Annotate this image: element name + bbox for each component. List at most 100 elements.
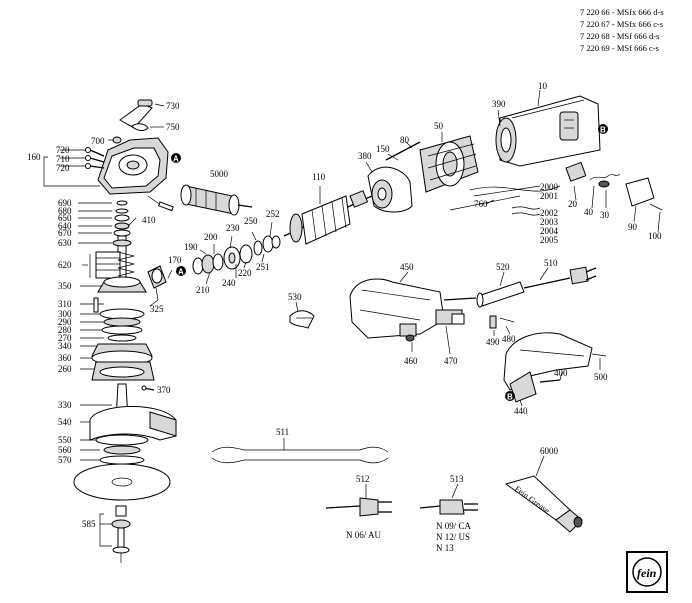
callout-325: 325 bbox=[150, 304, 164, 314]
power-plug-510 bbox=[523, 266, 597, 289]
plug-513 bbox=[419, 499, 478, 515]
flange-stack bbox=[80, 434, 149, 465]
callout-700: 700 bbox=[91, 136, 105, 146]
callout-20: 20 bbox=[568, 199, 578, 209]
callout-650: 650 bbox=[58, 213, 72, 223]
side-handle bbox=[180, 184, 253, 216]
callout-530: 530 bbox=[288, 292, 302, 302]
callout-300: 300 bbox=[58, 309, 72, 319]
brush-parts bbox=[565, 161, 663, 211]
callout-490: 490 bbox=[486, 337, 500, 347]
callout-370: 370 bbox=[157, 385, 171, 395]
callout-270: 270 bbox=[58, 333, 72, 343]
plug-variant-left: N 06/ AU bbox=[346, 530, 382, 540]
callout-720: 720 bbox=[56, 163, 70, 173]
svg-text:B: B bbox=[507, 393, 513, 402]
callout-560: 560 bbox=[58, 445, 72, 455]
lever-assembly bbox=[110, 99, 165, 144]
callout-400: 400 bbox=[554, 368, 568, 378]
callout-210: 210 bbox=[196, 285, 210, 295]
callout-760: 760 bbox=[474, 199, 488, 209]
callout-110: 110 bbox=[312, 172, 326, 182]
bevel-gear-170 bbox=[147, 265, 167, 301]
callout-460: 460 bbox=[404, 356, 418, 366]
callout-170: 170 bbox=[168, 255, 182, 265]
handle-shell-440 bbox=[503, 332, 607, 403]
callout-680: 680 bbox=[58, 206, 72, 216]
callout-160: 160 bbox=[27, 152, 41, 162]
screws-160-group bbox=[43, 147, 105, 187]
wheel-guard bbox=[80, 405, 177, 441]
callout-5000: 5000 bbox=[210, 169, 229, 179]
callout-190: 190 bbox=[184, 242, 198, 252]
callout-340: 340 bbox=[58, 341, 72, 351]
armature bbox=[283, 190, 373, 245]
callout-80: 80 bbox=[400, 135, 410, 145]
callout-630: 630 bbox=[58, 238, 72, 248]
model-line: 7 220 69 - MSf 666 c-s bbox=[580, 43, 659, 53]
gear-housing bbox=[97, 137, 174, 212]
svg-text:B: B bbox=[600, 126, 606, 135]
callout-350: 350 bbox=[58, 281, 72, 291]
callout-540: 540 bbox=[58, 417, 72, 427]
callout-6000: 6000 bbox=[540, 446, 559, 456]
callout-2000: 2000 bbox=[540, 182, 559, 192]
callout-100: 100 bbox=[648, 231, 662, 241]
callout-252: 252 bbox=[266, 209, 280, 219]
callout-2005: 2005 bbox=[540, 235, 559, 245]
callout-410: 410 bbox=[142, 215, 156, 225]
callout-440: 440 bbox=[514, 406, 528, 416]
callout-200: 200 bbox=[204, 232, 218, 242]
callout-640: 640 bbox=[58, 221, 72, 231]
callout-251: 251 bbox=[256, 262, 270, 272]
model-list: 7 220 66 - MSfx 666 d-s 7 220 67 - MSfx … bbox=[580, 7, 664, 53]
callout-30: 30 bbox=[600, 210, 610, 220]
model-line: 7 220 67 - MSfx 666 c-s bbox=[580, 19, 663, 29]
callout-480: 480 bbox=[502, 334, 516, 344]
callout-470: 470 bbox=[444, 356, 458, 366]
marker-b-housing: B bbox=[598, 124, 608, 135]
callout-670: 670 bbox=[58, 228, 72, 238]
plug-512 bbox=[325, 497, 392, 517]
callout-690: 690 bbox=[58, 198, 72, 208]
cable-sleeve-520 bbox=[443, 281, 525, 308]
leader-lines bbox=[108, 89, 661, 499]
grinding-disc bbox=[73, 463, 171, 501]
callout-2004: 2004 bbox=[540, 226, 559, 236]
callout-250: 250 bbox=[244, 216, 258, 226]
callout-390: 390 bbox=[492, 99, 506, 109]
model-line: 7 220 66 - MSfx 666 d-s bbox=[580, 7, 664, 17]
callout-2002: 2002 bbox=[540, 208, 558, 218]
callout-260: 260 bbox=[58, 364, 72, 374]
callout-620: 620 bbox=[58, 260, 72, 270]
callout-710: 710 bbox=[56, 154, 70, 164]
svg-text:A: A bbox=[173, 155, 179, 164]
plug-variant-right: N 13 bbox=[436, 543, 454, 553]
plug-variant-right: N 09/ CA bbox=[436, 521, 472, 531]
callout-150: 150 bbox=[376, 144, 390, 154]
callout-750: 750 bbox=[166, 122, 180, 132]
callout-510: 510 bbox=[544, 258, 558, 268]
callout-450: 450 bbox=[400, 262, 414, 272]
callout-511: 511 bbox=[276, 427, 289, 437]
callout-330: 330 bbox=[58, 400, 72, 410]
callout-585: 585 bbox=[82, 519, 96, 529]
plug-variant-right: N 12/ US bbox=[436, 532, 470, 542]
callout-730: 730 bbox=[166, 101, 180, 111]
marker-a-housing: A bbox=[171, 153, 181, 164]
callout-labels: 730 750 700 160 720 710 720 410 5000 690… bbox=[27, 81, 662, 529]
brush-wires bbox=[449, 185, 561, 216]
callout-290: 290 bbox=[58, 317, 72, 327]
callout-500: 500 bbox=[594, 372, 608, 382]
nut-585 bbox=[99, 505, 131, 563]
callout-720: 720 bbox=[56, 145, 70, 155]
marker-b-handle: B bbox=[505, 391, 515, 402]
motor-housing bbox=[495, 95, 601, 167]
logo-text: fein bbox=[637, 566, 657, 580]
callout-40: 40 bbox=[584, 207, 594, 217]
callout-512: 512 bbox=[356, 474, 370, 484]
callout-230: 230 bbox=[226, 223, 240, 233]
cable-guard-530 bbox=[289, 310, 315, 329]
callout-50: 50 bbox=[434, 121, 444, 131]
